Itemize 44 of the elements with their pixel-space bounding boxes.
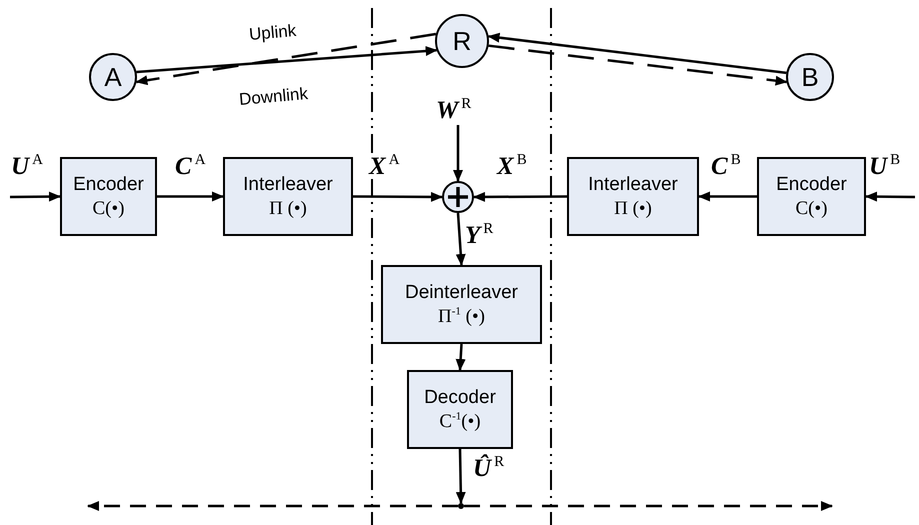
function-label: C(•) [796, 196, 828, 220]
block-box [381, 265, 542, 344]
arrow [456, 344, 466, 371]
arrow [10, 192, 61, 202]
block-box [567, 157, 699, 236]
node-circle [786, 53, 834, 101]
arrow [698, 192, 757, 202]
node-label: R [452, 26, 472, 56]
adder-circle [442, 181, 474, 213]
block-box [757, 157, 866, 236]
block-label: Deinterleaver [405, 280, 518, 304]
function-label: C$^{-1}$(•) [439, 410, 481, 434]
function-label: C(•) [92, 196, 124, 220]
arrow [87, 501, 458, 511]
arrow [473, 192, 567, 202]
arrow [157, 192, 224, 202]
block-box [60, 157, 157, 236]
signal-label: X$^{A}$ [368, 153, 401, 179]
node-circle [89, 53, 137, 101]
block-box [407, 370, 513, 449]
block-label: Interleaver [243, 172, 333, 196]
arrow [136, 32, 436, 86]
arrow [488, 32, 787, 74]
arrow [353, 192, 443, 202]
edge-label: Uplink [247, 22, 298, 44]
function-label: Π (•) [269, 196, 307, 220]
function-label: Π (•) [614, 196, 652, 220]
node-label: B [801, 62, 819, 92]
arrow [488, 44, 788, 86]
node-label: A [104, 62, 122, 92]
arrow [456, 212, 466, 266]
arrow [136, 46, 438, 74]
function-label: Π$^{-1}$ (•) [438, 304, 485, 328]
node-circle [435, 14, 489, 68]
block-label: Interleaver [588, 172, 678, 196]
arrow [865, 192, 916, 202]
block-label: Decoder [424, 386, 496, 410]
block-label: Encoder [776, 172, 847, 196]
block-label: Encoder [73, 172, 144, 196]
junction-point [458, 503, 464, 509]
arrow [453, 125, 463, 182]
arrow [464, 501, 833, 511]
arrow [456, 448, 466, 504]
block-box [223, 157, 353, 236]
